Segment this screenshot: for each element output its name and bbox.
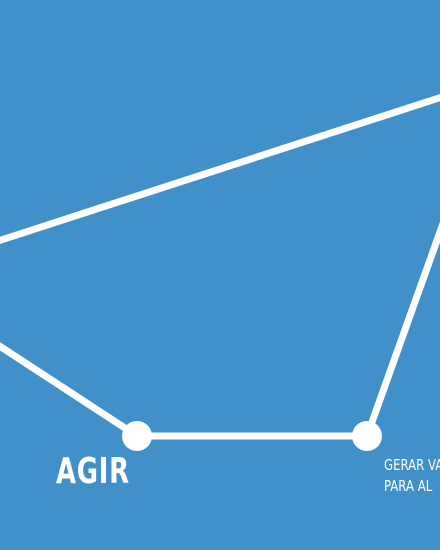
node-gerar-label-line-2: PARA AL <box>384 477 433 495</box>
node-agir-label: AGIR <box>56 451 130 492</box>
node-gerar <box>352 421 382 451</box>
connector-right-diagonal <box>363 221 440 440</box>
node-gerar-label-line-1: GERAR VA <box>384 456 440 474</box>
node-gerar-label: GERAR VA PARA AL <box>384 455 440 497</box>
connector-left-diagonal <box>0 342 141 440</box>
node-agir <box>122 421 152 451</box>
connector-top-diagonal <box>0 93 440 245</box>
